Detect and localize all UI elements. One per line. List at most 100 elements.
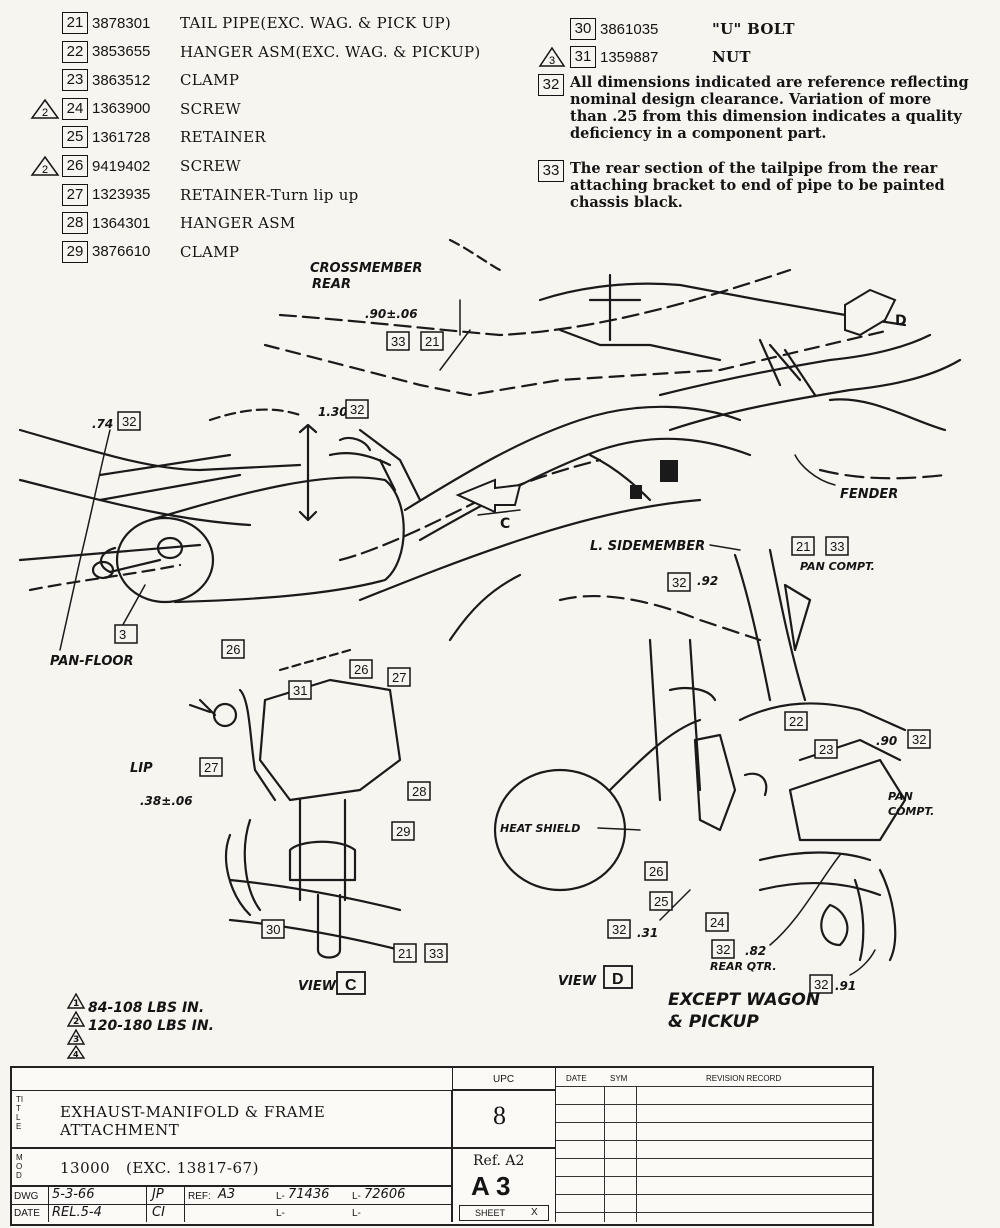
rev-sym-label: SYM <box>610 1074 628 1083</box>
sheet-cell: Ref. A2 A 3 SHEET X <box>452 1148 556 1222</box>
callout-33: 33 <box>391 334 405 349</box>
rear-qtr-label: REAR QTR. <box>710 960 777 973</box>
ref-a2: Ref. A2 <box>473 1153 525 1169</box>
note-33: 33 The rear section of the tailpipe from… <box>538 160 970 211</box>
callout-32: 32 <box>612 922 626 937</box>
callout-32: 32 <box>716 942 730 957</box>
callout-box <box>644 861 668 881</box>
bracket-shade <box>660 460 678 482</box>
part-number: 1323935 <box>92 186 151 204</box>
callout-24: 24 <box>710 915 724 930</box>
part-number: 3876610 <box>92 243 151 261</box>
callout-box <box>261 919 285 939</box>
part-number: 1364301 <box>92 214 151 232</box>
torque-num: 4 <box>73 1050 79 1059</box>
l3-label: L- <box>276 1208 285 1219</box>
side-member-label: L. SIDEMEMBER <box>590 539 705 554</box>
callout-box <box>791 536 815 556</box>
callout-32: 32 <box>122 414 136 429</box>
callout-27: 27 <box>204 760 218 775</box>
callout-25: 25 <box>654 894 668 909</box>
dwg-cell: DWG DATE 5-3-66 REL.5-4 JP CI REF: A3 L-… <box>12 1186 452 1222</box>
arrow-d-letter: D <box>895 313 907 329</box>
dimension-074: .74 <box>92 417 113 431</box>
date-label: DATE <box>14 1208 40 1219</box>
callout-box <box>424 943 448 963</box>
title-tag: TITLE <box>16 1095 24 1131</box>
view-c-letter: C <box>345 977 357 994</box>
torque-3-icon: 3 <box>66 1028 86 1045</box>
ref-label: REF: <box>188 1191 211 1202</box>
callout-21: 21 <box>398 946 412 961</box>
torque-legend: 1 84-108 LBS IN. 2 120-180 LBS IN. 3 4 <box>66 992 214 1059</box>
fender-label: FENDER <box>840 487 898 502</box>
upc-cell: 8 <box>452 1090 556 1148</box>
callout-box <box>407 781 431 801</box>
callout-box <box>814 739 838 759</box>
callout-22: 22 <box>789 714 803 729</box>
part-description: TAIL PIPE(EXC. WAG. & PICK UP) <box>180 14 452 32</box>
l1-value: 71436 <box>288 1187 330 1202</box>
callout-number: 29 <box>62 240 88 263</box>
callout-box <box>784 711 808 731</box>
part-number: 3853655 <box>92 43 151 61</box>
dwg-date: 5-3-66 <box>52 1187 95 1202</box>
torque-2-icon: 2 <box>30 98 62 120</box>
callout-box <box>345 399 369 419</box>
callout-number: 25 <box>62 126 88 149</box>
dwg-label: DWG <box>14 1191 39 1202</box>
callout-28: 28 <box>412 784 426 799</box>
torque-3-icon: 3 <box>538 46 570 68</box>
model-text: 13000 (EXC. 13817-67) <box>60 1159 259 1177</box>
rel-initials: CI <box>152 1205 165 1220</box>
callout-26: 26 <box>354 662 368 677</box>
torque-1-text: 84-108 LBS IN. <box>88 1000 204 1016</box>
clamp-shade <box>630 485 642 499</box>
arrow-c-letter: C <box>500 516 510 532</box>
note-text: The rear section of the tailpipe from th… <box>570 160 945 211</box>
except-pickup-label: & PICKUP <box>668 1012 759 1032</box>
callout-box <box>393 943 417 963</box>
callout-29: 29 <box>396 824 410 839</box>
note-32: 32 All dimensions indicated are referenc… <box>538 74 970 142</box>
torque-num: 3 <box>73 1035 79 1045</box>
dwg-initials: JP <box>152 1187 164 1202</box>
part-description: RETAINER <box>180 128 266 147</box>
torque-number: 2 <box>42 107 48 119</box>
part-description: NUT <box>712 47 751 66</box>
revision-record: DATE SYM REVISION RECORD <box>556 1068 872 1222</box>
torque-1-icon: 1 <box>66 992 86 1009</box>
upc-header: UPC <box>452 1068 556 1090</box>
part-number: 1359887 <box>600 48 659 66</box>
sheet-label: SHEET <box>475 1208 506 1218</box>
callout-31: 31 <box>293 683 307 698</box>
dimension-031: .31 <box>637 926 658 940</box>
callout-21: 21 <box>425 334 439 349</box>
callout-number: 31 <box>570 46 596 68</box>
sheet-code: A 3 <box>471 1171 511 1201</box>
part-row-31: 3 31 1359887 NUT <box>538 44 751 70</box>
view-d-letter: D <box>612 971 624 988</box>
callout-number: 27 <box>62 183 88 206</box>
torque-num: 2 <box>73 1017 79 1027</box>
callout-box <box>117 411 141 431</box>
part-number: 3861035 <box>600 20 659 38</box>
part-description: CLAMP <box>180 242 240 261</box>
torque-2-text: 120-180 LBS IN. <box>88 1018 214 1034</box>
torque-number: 2 <box>42 164 48 176</box>
callout-23: 23 <box>819 742 833 757</box>
callout-26: 26 <box>226 642 240 657</box>
part-description: RETAINER-Turn lip up <box>180 185 359 204</box>
note-text: All dimensions indicated are reference r… <box>570 74 969 142</box>
part-number: 1363900 <box>92 100 151 118</box>
pan-compt-label-2: PAN <box>888 790 913 803</box>
note-number: 32 <box>538 74 564 96</box>
except-wagon-label: EXCEPT WAGON <box>668 990 820 1010</box>
ref-value: A3 <box>218 1187 236 1202</box>
callout-box <box>825 536 849 556</box>
